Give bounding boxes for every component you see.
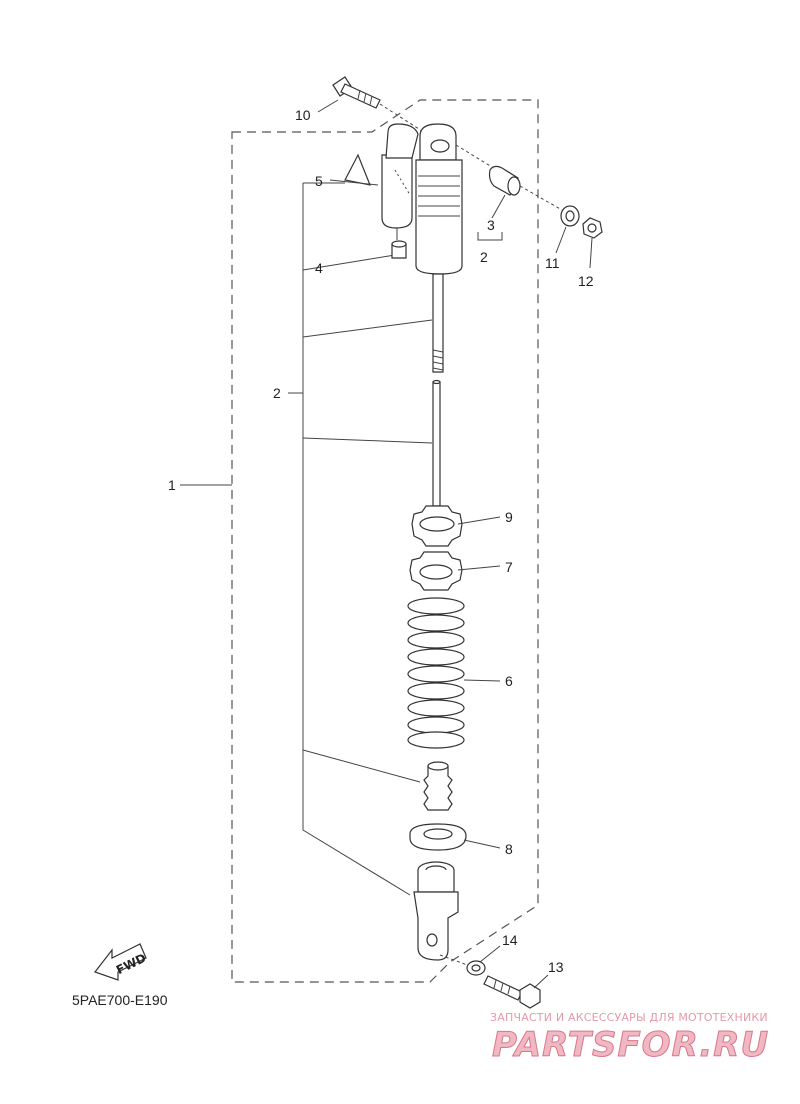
reservoir: [344, 123, 419, 240]
callout-14: 14: [502, 932, 518, 948]
callout-10: 10: [295, 107, 311, 123]
leader-3: [491, 194, 506, 219]
leader-12: [589, 237, 593, 269]
callout-5: 5: [315, 173, 323, 189]
leader-14: [479, 945, 501, 963]
watermark-brand: PARTSFOR.RU: [492, 1025, 769, 1065]
callout-2a: 2: [273, 385, 281, 401]
bolt-13: [483, 975, 541, 1009]
leader-10: [317, 99, 339, 113]
callout-4: 4: [315, 260, 323, 276]
group-bracket-2: [288, 182, 433, 896]
bracket-2-small: [477, 232, 503, 241]
leader-5: [329, 179, 379, 186]
callout-2b: 2: [480, 249, 488, 265]
callout-9: 9: [505, 509, 513, 525]
watermark-tagline: ЗАПЧАСТИ И АКСЕССУАРЫ ДЛЯ МОТОТЕХНИКИ: [490, 1011, 768, 1024]
leader-9: [457, 516, 501, 525]
callout-1: 1: [168, 477, 176, 493]
leader-8: [463, 839, 501, 849]
ring-nut-7: [409, 551, 463, 591]
callout-12: 12: [578, 273, 594, 289]
callout-8: 8: [505, 841, 513, 857]
shock-body: [415, 123, 511, 373]
bump-stop: [423, 761, 453, 811]
leader-6: [463, 679, 501, 682]
ring-nut-9: [411, 505, 463, 547]
washer-14: [466, 960, 486, 976]
washer-11: [560, 205, 580, 227]
nut-12: [582, 217, 603, 239]
lower-clevis: [413, 861, 471, 967]
rod: [432, 379, 441, 507]
leader-11: [555, 226, 567, 254]
fwd-arrow-icon: [94, 943, 147, 981]
callout-13: 13: [548, 959, 564, 975]
callout-3: 3: [487, 217, 495, 233]
leader-13: [533, 974, 549, 989]
cap-4: [391, 240, 407, 259]
spring-guide-8: [409, 823, 467, 851]
figure-code: 5PAE700-E190: [72, 992, 168, 1008]
callout-6: 6: [505, 673, 513, 689]
leader-7: [457, 565, 501, 571]
assembly-outline: [231, 99, 539, 983]
callout-11: 11: [545, 255, 560, 271]
spring-6: [407, 597, 465, 749]
callout-7: 7: [505, 559, 513, 575]
bushing-3: [488, 165, 563, 211]
